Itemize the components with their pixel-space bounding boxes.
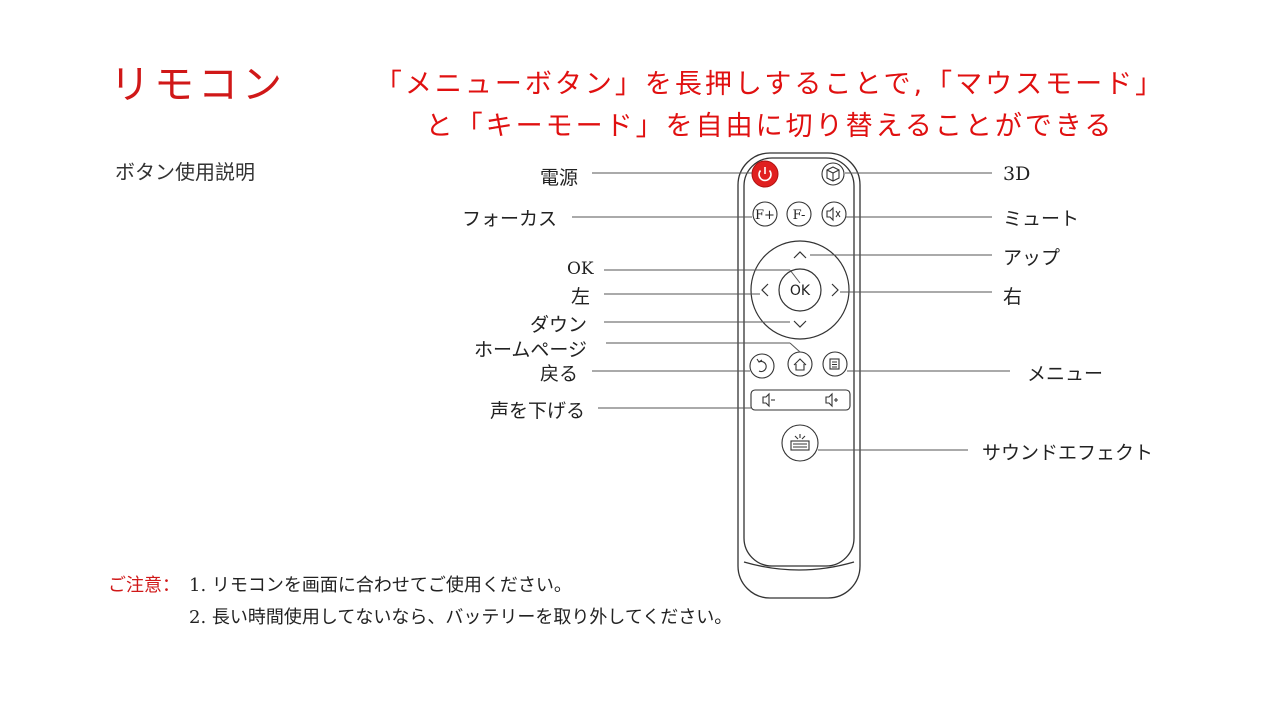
label-power: 電源 bbox=[540, 167, 579, 189]
label-back: 戻る bbox=[540, 363, 579, 385]
home-button bbox=[787, 351, 813, 377]
section-title: ボタン使用説明 bbox=[115, 160, 255, 184]
page-title: リモコン bbox=[110, 62, 286, 108]
focus-plus-label: F+ bbox=[755, 208, 775, 223]
volume-down-icon bbox=[762, 392, 770, 408]
dpad-ring bbox=[750, 240, 850, 340]
sound-effect-button bbox=[781, 424, 819, 462]
remote-bottom-curve bbox=[743, 561, 855, 571]
menu-icon bbox=[829, 358, 840, 370]
label-3d: 3D bbox=[1003, 163, 1031, 185]
ok-button-label: OK bbox=[790, 283, 811, 299]
dpad bbox=[750, 240, 850, 340]
label-sound-effect: サウンドエフェクト bbox=[982, 442, 1154, 464]
focus-minus-label: F- bbox=[793, 208, 806, 223]
remote-control bbox=[737, 152, 861, 599]
leader-lines bbox=[572, 172, 1010, 451]
mute-icon bbox=[826, 206, 834, 222]
volume-up-icon bbox=[825, 392, 833, 408]
power-icon bbox=[758, 169, 772, 182]
3d-button bbox=[821, 162, 845, 186]
cube-icon bbox=[826, 166, 840, 182]
remote-inner-panel bbox=[743, 157, 855, 567]
right-arrow-icon bbox=[831, 283, 839, 297]
ok-button bbox=[778, 268, 822, 312]
sound-effect-icon bbox=[790, 440, 810, 451]
menu-button bbox=[822, 351, 848, 377]
focus-minus-button bbox=[786, 201, 812, 227]
label-mute: ミュート bbox=[1003, 208, 1080, 230]
leader-home-tip bbox=[789, 342, 801, 353]
headline-line-1: 「メニューボタン」を長押しすることで,「マウスモード」 bbox=[374, 69, 1166, 100]
label-ok: OK bbox=[567, 259, 594, 279]
left-arrow-icon bbox=[761, 283, 769, 297]
focus-plus-button bbox=[752, 201, 778, 227]
leader-ok-tip bbox=[789, 269, 801, 284]
back-icon bbox=[758, 360, 767, 373]
label-up: アップ bbox=[1003, 247, 1061, 269]
mute-button bbox=[821, 201, 847, 227]
volume-rocker bbox=[750, 389, 851, 411]
home-icon bbox=[793, 358, 807, 371]
label-focus: フォーカス bbox=[462, 208, 558, 230]
note-item-1: 1. リモコンを画面に合わせてご使用ください。 bbox=[189, 575, 572, 596]
power-button bbox=[751, 160, 779, 188]
label-right: 右 bbox=[1003, 286, 1023, 308]
headline-line-2: と「キーモード」を自由に切り替えることができる bbox=[425, 111, 1115, 142]
notes-heading: ご注意： bbox=[108, 575, 180, 596]
note-item-2: 2. 長い時間使用してないなら、バッテリーを取り外してください。 bbox=[189, 607, 733, 628]
up-arrow-icon bbox=[793, 251, 807, 259]
down-arrow-icon bbox=[793, 320, 807, 328]
label-volume-down: 声を下げる bbox=[490, 400, 586, 422]
label-left: 左 bbox=[571, 286, 591, 308]
back-button bbox=[749, 353, 775, 379]
label-menu: メニュー bbox=[1027, 363, 1104, 385]
remote-outer-shell bbox=[737, 152, 861, 599]
label-homepage: ホームページ bbox=[474, 339, 588, 361]
label-down: ダウン bbox=[530, 314, 588, 336]
